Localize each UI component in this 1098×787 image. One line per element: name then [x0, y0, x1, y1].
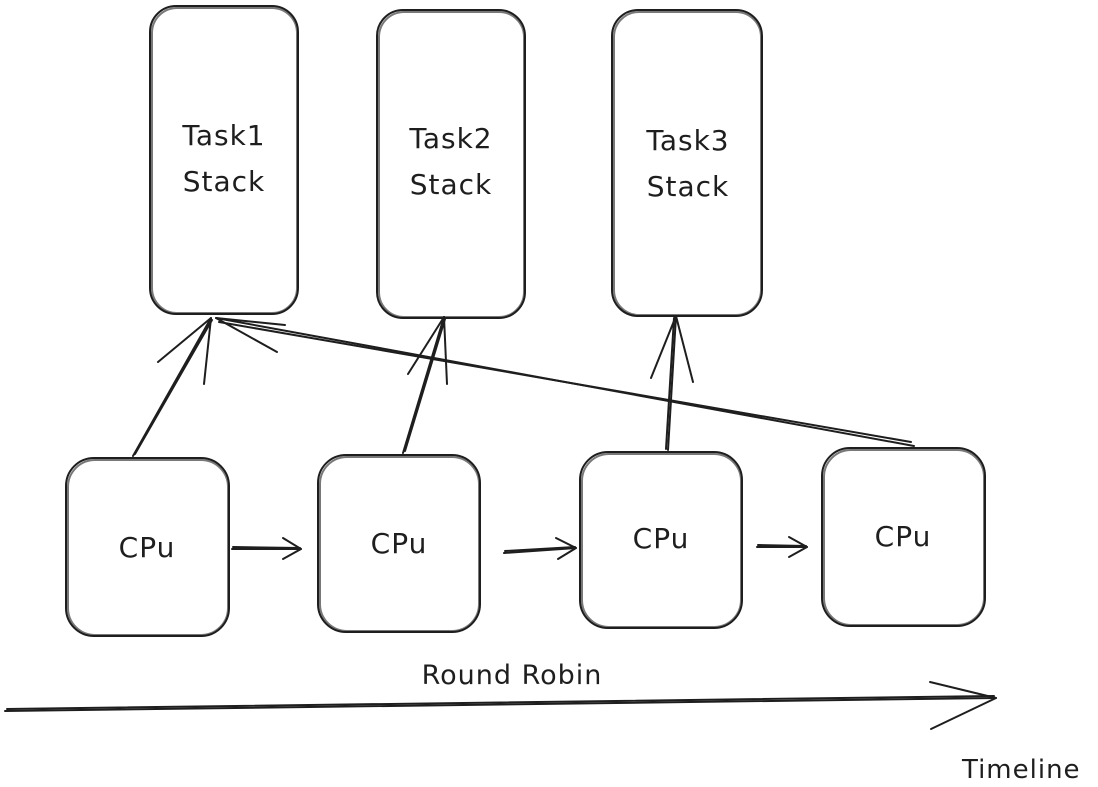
cpu-box-4: CPu [821, 447, 986, 627]
task2-stack: Task2 Stack [376, 9, 526, 319]
task3-stack: Task3 Stack [611, 9, 763, 317]
arrow-cpu4-to-task1 [215, 317, 915, 447]
task1-stack: Task1 Stack [149, 5, 299, 315]
arrow-cpu2-to-task2 [402, 316, 448, 454]
task2-subtitle: Stack [410, 168, 493, 201]
task3-subtitle: Stack [647, 170, 730, 203]
cpu-box-2: CPu [317, 454, 481, 633]
task1-title: Task1 [181, 119, 265, 152]
arrow-cpu1-to-task1 [132, 317, 213, 457]
cpu-4-label: CPu [875, 520, 932, 553]
timeline-label: Timeline [961, 755, 1081, 785]
cpu-1-label: CPu [119, 531, 176, 564]
arrow-cpu1-to-cpu2 [231, 537, 302, 560]
arrow-cpu2-to-cpu3 [503, 537, 577, 560]
arrow-cpu3-to-task3 [650, 315, 694, 451]
task2-title: Task2 [408, 122, 492, 155]
cpu-box-1: CPu [65, 457, 230, 637]
task3-title: Task3 [645, 124, 729, 157]
cpu-3-label: CPu [633, 522, 690, 555]
cpu-box-3: CPu [579, 451, 743, 629]
cpu-2-label: CPu [371, 527, 428, 560]
timeline-arrow [4, 681, 997, 730]
task1-subtitle: Stack [183, 165, 266, 198]
round-robin-caption: Round Robin [422, 660, 603, 691]
arrow-cpu3-to-cpu4 [756, 536, 808, 558]
